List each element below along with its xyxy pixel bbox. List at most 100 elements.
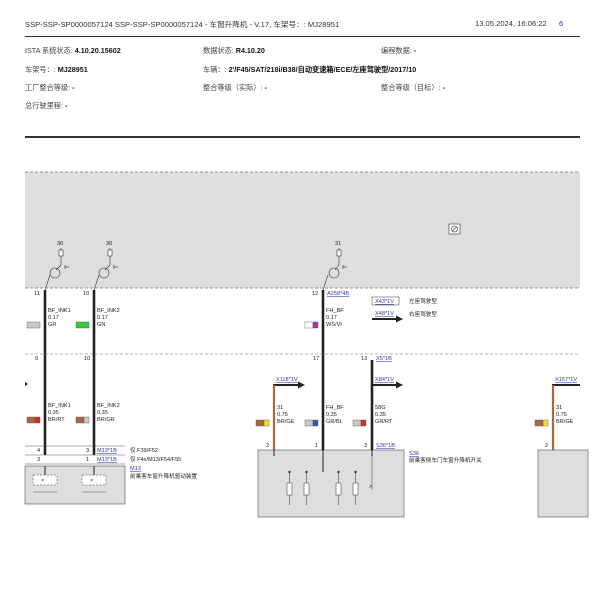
pin-label: 3 bbox=[364, 443, 367, 449]
header-rule bbox=[25, 36, 580, 37]
pin-label: 3 bbox=[86, 448, 89, 454]
pin-label: 10 bbox=[83, 291, 89, 297]
variant-desc: 左座驾驶型 bbox=[409, 297, 437, 305]
wire-gauge: 0.17 bbox=[326, 315, 337, 321]
control-module-box bbox=[25, 172, 580, 288]
pin-label: 12 bbox=[312, 291, 318, 297]
connector-ref-x118[interactable]: X118*1V bbox=[276, 377, 298, 383]
component-m13-label[interactable]: M13 bbox=[130, 466, 141, 472]
document-title: SSP-SSP-SP0000057124 SSP-SSP-SP000005712… bbox=[25, 20, 340, 29]
wire-color-code: BR/RT bbox=[48, 417, 65, 423]
print-datetime: 13.05.2024, 16:06:22 bbox=[475, 19, 547, 28]
ista-status: ISTA 系统状态: 4.10.20.15602 bbox=[25, 46, 121, 55]
wire-color-swatch bbox=[304, 321, 314, 329]
component-m13-desc: 前乘客车窗升降机驱动装置 bbox=[130, 472, 198, 480]
wire-name: FH_BF bbox=[326, 308, 344, 314]
pin-label: 4 bbox=[37, 448, 40, 454]
connector-ref-x5[interactable]: X5*1B bbox=[376, 356, 392, 362]
pin-label: 17 bbox=[313, 356, 319, 362]
wire-color-swatch bbox=[255, 419, 265, 427]
pin-label: 11 bbox=[34, 291, 40, 297]
connector-ref-m13[interactable]: M13*1B bbox=[97, 448, 117, 454]
vehicle: 车辆：: 2'/F45/SAT/218i/B38/自动变速箱/ECE/左座驾驶型… bbox=[203, 65, 417, 74]
svg-text:×: × bbox=[90, 478, 93, 484]
integration-level-actual: 整合等级（实际）: - bbox=[203, 83, 267, 92]
wire-color-swatch bbox=[26, 321, 41, 329]
wire-color-code: BR/GE bbox=[556, 419, 574, 425]
variant-desc: 右座驾驶型 bbox=[409, 310, 437, 318]
pin-label: 9 bbox=[35, 356, 38, 362]
wire-name: FH_BF bbox=[326, 405, 344, 411]
wire-gauge: 0.17 bbox=[97, 315, 108, 321]
wire-gauge: 0.35 bbox=[326, 412, 337, 418]
wire-color-code: BR/GE bbox=[277, 419, 295, 425]
wire-name: 31 bbox=[277, 405, 283, 411]
connector-ref-x43[interactable]: X43*1V bbox=[375, 299, 394, 305]
wire-name: BF_INK2 bbox=[97, 403, 120, 409]
connector-ref-m13[interactable]: M13*1B bbox=[97, 457, 117, 463]
terminal-31-label: 31 bbox=[335, 241, 341, 247]
wire-color-swatch bbox=[352, 419, 362, 427]
pin-label: 2 bbox=[545, 443, 548, 449]
pin-label: 1 bbox=[86, 457, 89, 463]
factory-integration-level: 工厂整合等级: - bbox=[25, 83, 75, 92]
svg-text:>: > bbox=[369, 484, 372, 490]
programming-data: 编程数据: - bbox=[381, 46, 417, 55]
total-mileage: 总行驶里程: - bbox=[25, 101, 68, 110]
terminal-30-label: 30 bbox=[57, 241, 63, 247]
connector-ref-x48[interactable]: X48*1V bbox=[375, 311, 394, 317]
terminal-30-label: 30 bbox=[106, 241, 112, 247]
wire-gauge: 0.35 bbox=[375, 412, 386, 418]
variant-arrow-x48: X48*1V 右座驾驶型 bbox=[372, 310, 437, 323]
wire-name: BF_INK1 bbox=[48, 403, 71, 409]
wire-gauge: 0.75 bbox=[556, 412, 567, 418]
window-switch-s36: > bbox=[257, 449, 405, 518]
wire-color-swatch bbox=[75, 321, 90, 329]
supply-symbol-31 bbox=[322, 248, 347, 291]
wire-color-code: GR/RT bbox=[375, 419, 393, 425]
wire-name: BF_INK2 bbox=[97, 308, 120, 314]
wire-gauge: 0.75 bbox=[277, 412, 288, 418]
info-rule bbox=[25, 136, 580, 138]
wire-name: 31 bbox=[556, 405, 562, 411]
wire-color-code: GN bbox=[97, 322, 105, 328]
connector-ref-s36[interactable]: S36*1B bbox=[376, 443, 395, 449]
wire-name: BF_INK1 bbox=[48, 308, 71, 314]
integration-level-target: 整合等级（目标）: - bbox=[381, 83, 445, 92]
data-status: 数据状态: R4.10.20 bbox=[203, 46, 265, 55]
adjacent-component-box bbox=[537, 449, 589, 518]
wire-color-code: GR bbox=[48, 322, 56, 328]
wire-color-swatch bbox=[26, 416, 36, 424]
wire-color-code: WS/VI bbox=[326, 322, 342, 328]
vin: 车架号：: MJ28951 bbox=[25, 65, 88, 74]
wire-gauge: 0.35 bbox=[97, 410, 108, 416]
pin-label: 2 bbox=[266, 443, 269, 449]
variant-arrow-x43: X43*1V 左座驾驶型 bbox=[371, 296, 437, 306]
connector-ref-a258[interactable]: A258*4B bbox=[327, 291, 349, 297]
window-motor-drive-m13: × × bbox=[24, 465, 126, 505]
wire-color-swatch bbox=[75, 416, 85, 424]
wire-gauge: 0.17 bbox=[48, 315, 59, 321]
component-s36-label[interactable]: S36 bbox=[409, 451, 419, 457]
m13-connector-table: 4 3 3 1 M13*1B M13*1B bbox=[25, 445, 125, 465]
wire-color-swatch bbox=[304, 419, 314, 427]
supply-symbol-30b bbox=[93, 248, 118, 291]
svg-text:×: × bbox=[41, 478, 44, 484]
page-number: 6 bbox=[559, 19, 564, 28]
component-s36-desc: 前乘客侧车门车窗升降机开关 bbox=[409, 456, 482, 464]
pin-label: 13 bbox=[361, 356, 367, 362]
wire-gauge: 0.35 bbox=[48, 410, 59, 416]
connector-ref-x84[interactable]: X84*1V bbox=[375, 377, 394, 383]
wire-name: 58G bbox=[375, 405, 386, 411]
variant-note: 仅 F39/F52 bbox=[130, 446, 158, 454]
module-ground-icon bbox=[448, 223, 461, 235]
pin-label: 10 bbox=[84, 356, 90, 362]
connector-ref-x157[interactable]: X157*1V bbox=[555, 377, 577, 383]
wire-color-code: GR/BL bbox=[326, 419, 343, 425]
pin-label: 1 bbox=[315, 443, 318, 449]
variant-note: 仅 F4x/M13/F54/F55 bbox=[130, 455, 181, 463]
continuation-arrow bbox=[25, 382, 28, 386]
wire-color-swatch bbox=[534, 419, 544, 427]
wire-color-code: BR/GR bbox=[97, 417, 115, 423]
